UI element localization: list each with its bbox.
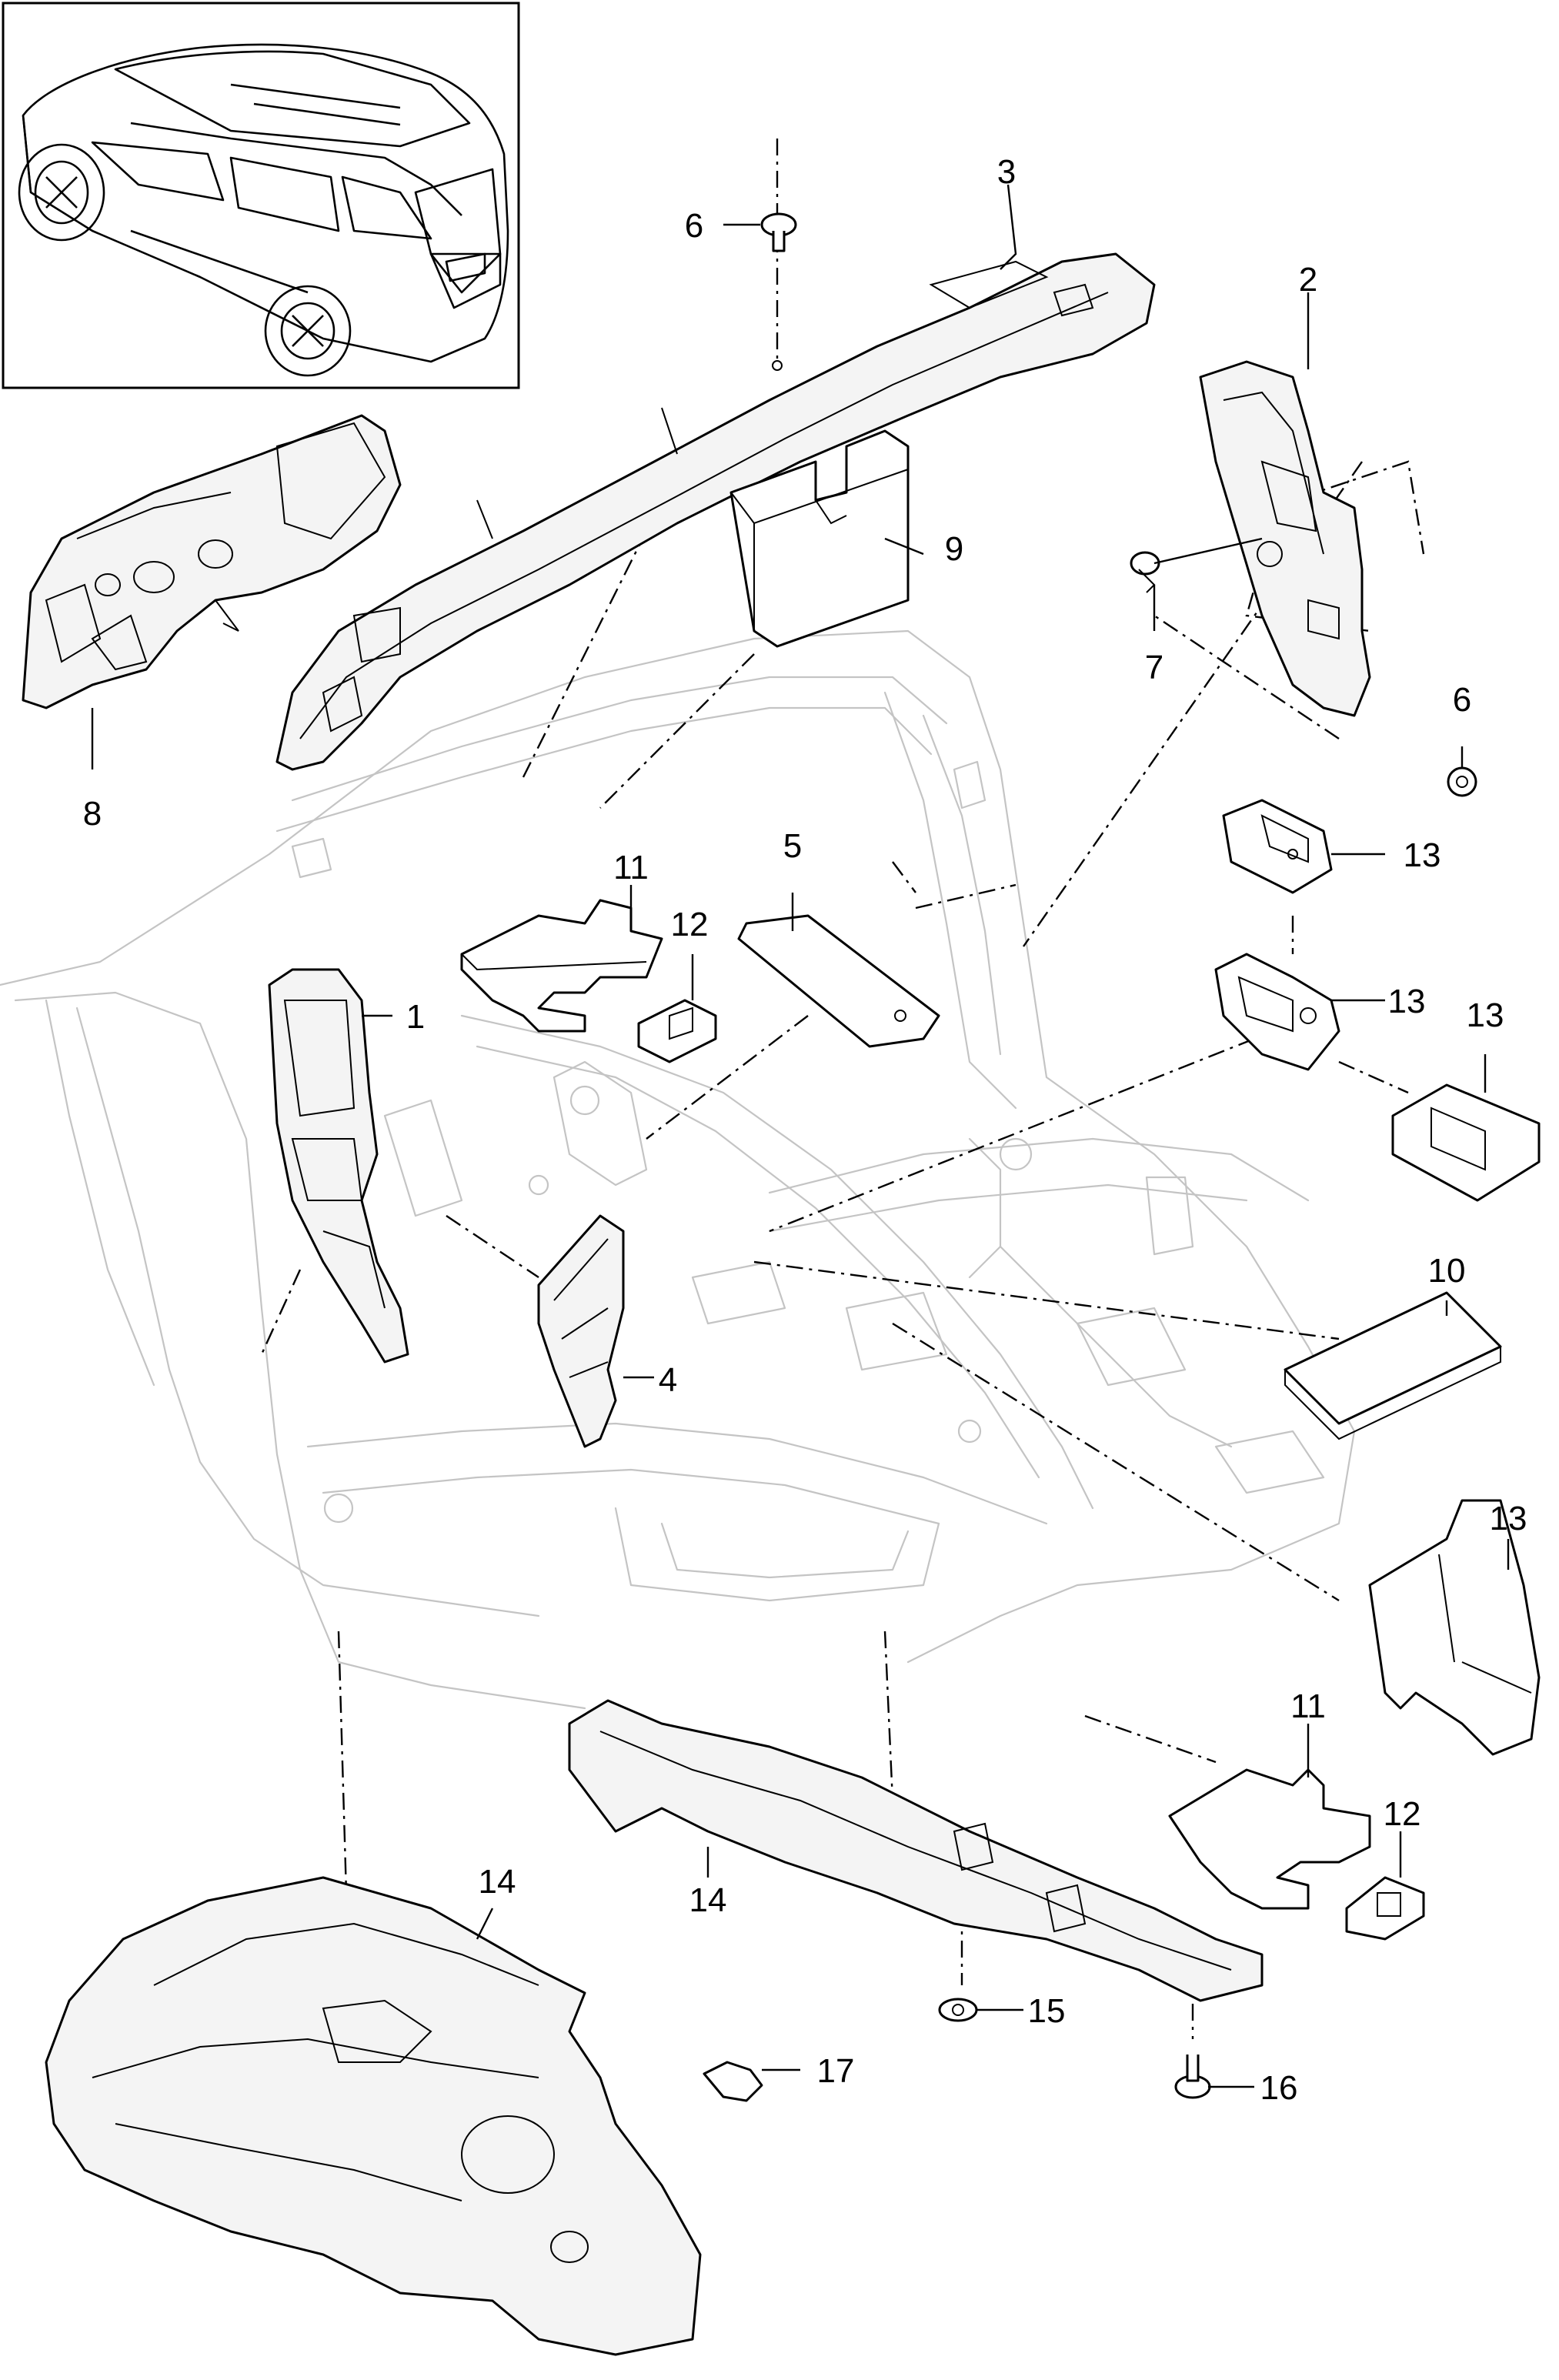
vehicle-inset (2, 2, 520, 389)
part-16-screw (1174, 2055, 1211, 2099)
callout-12-lower: 12 (1384, 1795, 1421, 1833)
assembly-lines (260, 139, 1425, 2039)
callout-14-left: 14 (479, 1863, 516, 1901)
callout-13-d: 13 (1490, 1500, 1527, 1537)
callout-13-a: 13 (1404, 836, 1441, 874)
part-11-bracket-upper (460, 899, 663, 1033)
part-4-rocker-insulation (537, 1214, 625, 1448)
part-14-tunnel-insulation (568, 1699, 1264, 2002)
callout-15: 15 (1028, 1992, 1066, 2030)
callout-3: 3 (997, 153, 1016, 191)
callout-6-right: 6 (1453, 681, 1471, 719)
part-7-clip (1130, 537, 1263, 593)
part-14-dash-insulation (45, 1876, 702, 2356)
part-13-collar-c (1391, 1083, 1541, 1202)
part-17-clip (703, 2061, 763, 2102)
callout-12-upper: 12 (671, 906, 709, 943)
part-6-clip-right (1447, 766, 1477, 797)
callout-9: 9 (945, 530, 963, 568)
callout-8: 8 (83, 795, 102, 833)
callout-11-lower: 11 (1290, 1687, 1326, 1725)
callout-2: 2 (1299, 261, 1317, 299)
callout-13-b: 13 (1388, 983, 1426, 1020)
body-shell (0, 629, 1356, 1710)
part-12-block-lower (1345, 1876, 1425, 1941)
part-1-pillar-insulation (268, 968, 409, 1364)
callout-7: 7 (1145, 649, 1163, 686)
callout-6-upper: 6 (685, 207, 703, 245)
callout-10: 10 (1428, 1252, 1466, 1290)
callout-labels: 3 2 6 9 7 6 8 5 11 13 12 1 13 13 10 4 13… (83, 153, 1527, 2107)
callout-14-center: 14 (689, 1881, 727, 1919)
part-2-pillar-insulation (1199, 360, 1371, 717)
part-12-block-upper (637, 999, 717, 1063)
leader-lines (91, 184, 1510, 2088)
suv-illustration (18, 43, 509, 377)
part-10-flat-pad (1284, 1291, 1502, 1440)
callout-13-c: 13 (1467, 996, 1504, 1034)
callout-11-upper: 11 (613, 849, 649, 886)
part-8-bulkhead-insulation (22, 414, 402, 709)
part-3-crossmember-insulation (275, 252, 1156, 771)
part-6-screw-upper (723, 212, 797, 252)
callout-4: 4 (659, 1361, 677, 1399)
callout-5: 5 (783, 827, 802, 865)
part-13-clip-b (1214, 953, 1340, 1071)
callout-17: 17 (817, 2052, 855, 2090)
part-11-bracket-lower (1168, 1768, 1371, 1910)
part-5-flat-pad (737, 914, 940, 1048)
part-15-clip (938, 1998, 978, 2022)
callout-1: 1 (406, 998, 425, 1036)
part-13-clip-a (1222, 799, 1333, 894)
part-9-foam-block (729, 429, 910, 648)
part-13-duct-d (1368, 1499, 1541, 1756)
callout-16: 16 (1260, 2069, 1298, 2107)
